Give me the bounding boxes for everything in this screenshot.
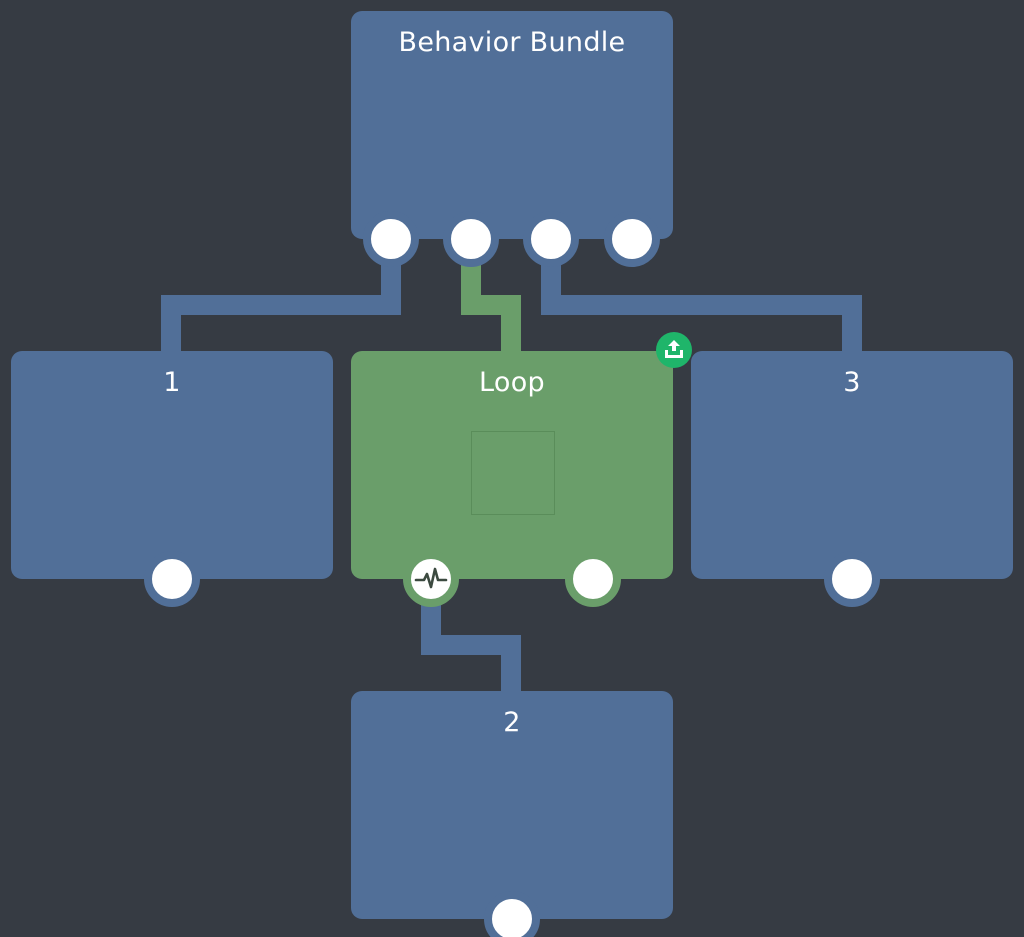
bundle-output-port-1[interactable] <box>363 211 419 267</box>
node-3[interactable]: 3 <box>691 351 1013 579</box>
node-title: 2 <box>503 707 521 738</box>
wire-loop-to-2 <box>421 598 521 692</box>
node-title: 1 <box>163 367 181 398</box>
wire-bundle-to-loop <box>461 258 521 352</box>
node-title: Loop <box>479 367 545 398</box>
node-2-output-port[interactable] <box>484 891 540 937</box>
node-title: 3 <box>843 367 861 398</box>
node-1-output-port[interactable] <box>144 551 200 607</box>
node-title: Behavior Bundle <box>398 27 626 58</box>
node-1[interactable]: 1 <box>11 351 333 579</box>
bundle-output-port-4[interactable] <box>604 211 660 267</box>
node-loop[interactable]: Loop <box>351 351 673 579</box>
node-3-output-port[interactable] <box>824 551 880 607</box>
loop-badge[interactable] <box>656 332 692 368</box>
pulse-icon <box>414 567 448 589</box>
wire-bundle-to-3 <box>541 258 862 352</box>
bundle-output-port-3[interactable] <box>523 211 579 267</box>
loop-output-port-pulse[interactable] <box>403 551 459 607</box>
wire-bundle-to-1 <box>161 258 401 352</box>
upload-tray-icon <box>665 340 683 358</box>
bundle-output-port-2[interactable] <box>443 211 499 267</box>
node-behavior-bundle[interactable]: Behavior Bundle <box>351 11 673 239</box>
loop-content-placeholder <box>471 431 555 515</box>
node-2[interactable]: 2 <box>351 691 673 919</box>
loop-output-port[interactable] <box>565 551 621 607</box>
